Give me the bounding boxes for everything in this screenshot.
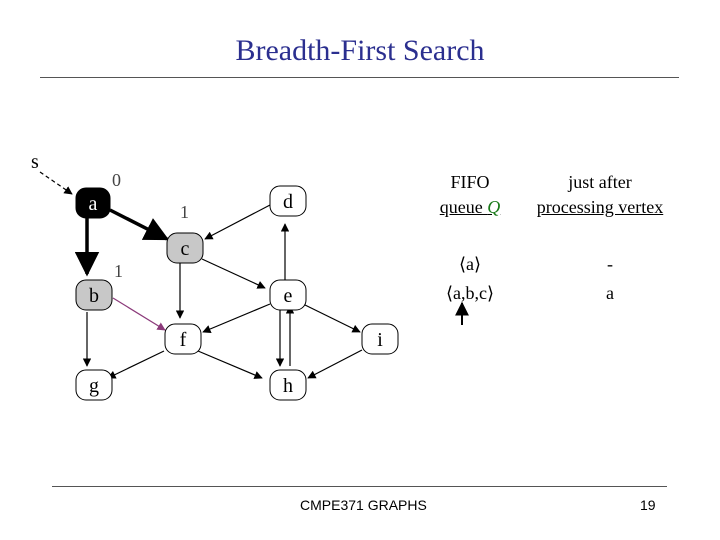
edge-c-e [201, 258, 266, 289]
node-g: g [75, 369, 113, 401]
edge-f-g [107, 350, 165, 379]
edge-e-i [302, 303, 361, 333]
tree-edge-a-c [109, 208, 170, 241]
page-number: 19 [640, 497, 656, 513]
node-label-h: h [283, 375, 293, 397]
distance-label-a: 0 [112, 170, 121, 190]
bfs-graph-diagram: s 0 1 1 a c b d e f i [31, 151, 469, 401]
edge-f-h [197, 350, 263, 379]
node-b: b [75, 279, 113, 311]
vertex-header-line1: just after [568, 172, 632, 192]
current-edge-b-f [112, 297, 166, 331]
node-label-b: b [89, 285, 99, 307]
bottom-divider [52, 486, 667, 487]
node-label-g: g [89, 375, 99, 397]
queue-header-prefix: queue [439, 197, 488, 217]
slide-title: Breadth-First Search [235, 34, 485, 67]
node-h: h [269, 369, 307, 401]
vertex-column: - a [560, 250, 660, 308]
source-label: s [31, 151, 39, 173]
node-label-c: c [181, 238, 190, 260]
node-c: c [166, 232, 204, 264]
queue-header-line2: queue Q [420, 195, 520, 220]
queue-column-header: FIFO queue Q [420, 170, 520, 220]
queue-row-2: ⟨a,b,c⟩ [445, 283, 495, 303]
node-i: i [361, 323, 399, 355]
node-label-e: e [284, 285, 293, 307]
source-pointer-arrow [39, 171, 73, 195]
top-divider [40, 77, 679, 78]
node-e: e [269, 279, 307, 311]
footer-course-label: CMPE371 GRAPHS [300, 497, 427, 513]
vertex-row-1: - [607, 254, 613, 274]
vertex-column-header: just after processing vertex [525, 170, 675, 220]
vertex-header-line2: processing vertex [536, 197, 664, 217]
queue-row-1: ⟨a⟩ [458, 254, 482, 274]
queue-column: ⟨a⟩ ⟨a,b,c⟩ [420, 250, 520, 308]
queue-header-line1: FIFO [450, 172, 490, 192]
queue-variable: Q [487, 197, 501, 217]
node-label-f: f [180, 329, 187, 351]
edge-i-h [307, 349, 363, 379]
vertex-row-2: a [606, 283, 614, 303]
node-a: a [75, 187, 111, 219]
node-label-a: a [89, 193, 98, 215]
distance-label-c: 1 [180, 202, 189, 222]
edge-e-f [202, 303, 271, 333]
node-f: f [164, 323, 202, 355]
node-label-d: d [283, 191, 293, 213]
edge-d-c [204, 204, 271, 240]
distance-label-b: 1 [114, 261, 123, 281]
node-label-i: i [377, 329, 383, 351]
node-d: d [269, 185, 307, 217]
